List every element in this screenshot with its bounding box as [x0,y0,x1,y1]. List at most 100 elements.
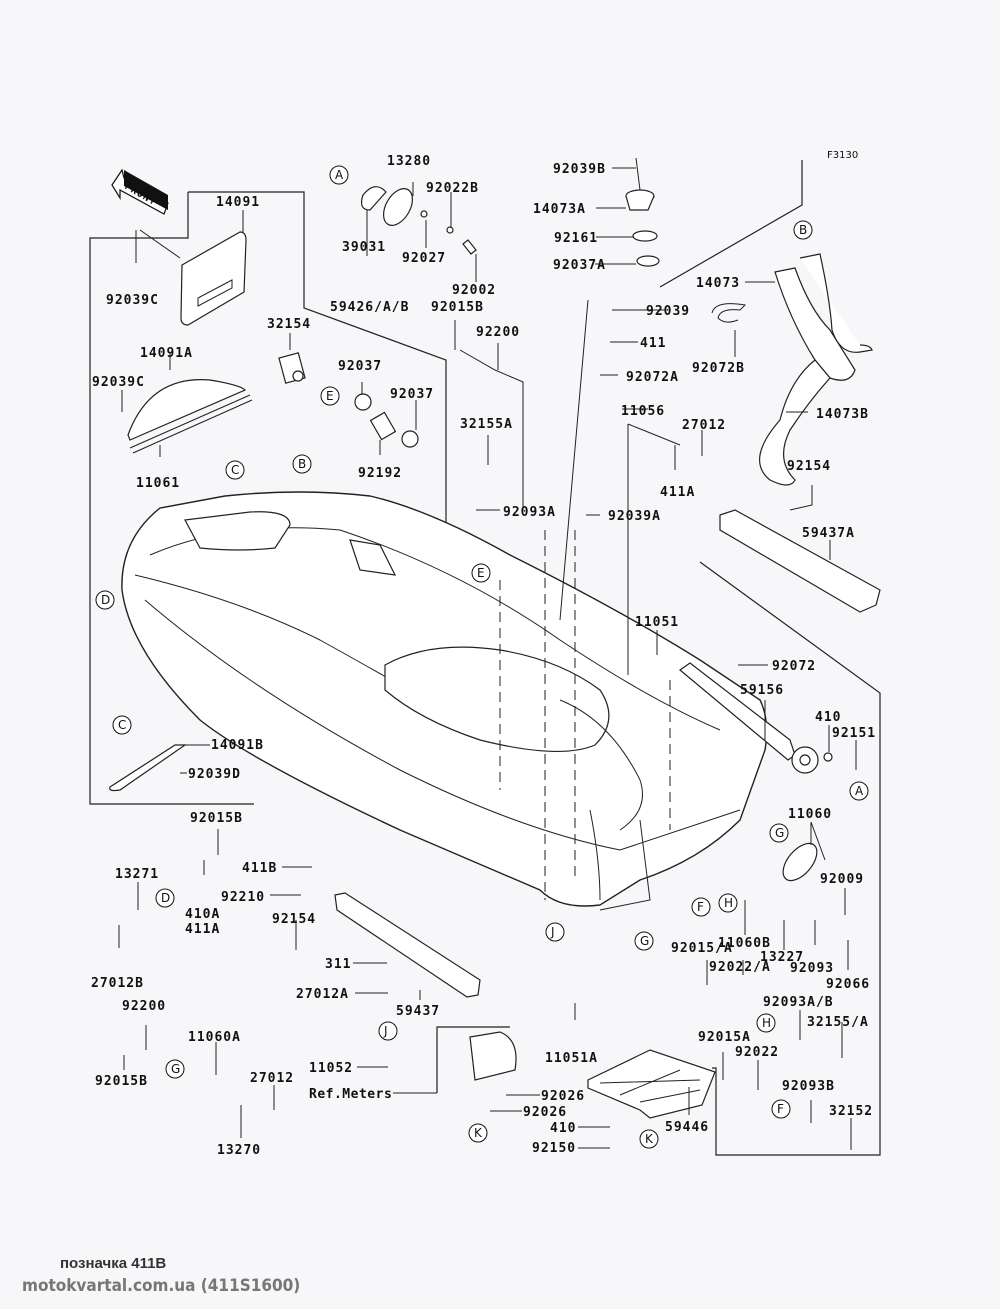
part-label: 11060B [718,936,771,951]
callout-circle [849,781,869,801]
diagram-code: F3130 [827,150,859,161]
part-label: 59156 [740,683,784,698]
callout-letter: D [101,593,110,607]
part-14073-drawing [759,253,873,486]
part-label: 27012 [682,418,726,433]
callout-letter: J [383,1024,388,1038]
part-label: 39031 [342,240,386,255]
part-label: 11051 [635,615,679,630]
leader-lines [118,167,857,1150]
callout-g: G [769,823,789,843]
part-label: 92015B [431,300,484,315]
part-label: 92002 [452,283,496,298]
part-label: 92022B [426,181,479,196]
part-label: 92192 [358,466,402,481]
callout-k: K [468,1123,488,1143]
callout-letter: H [762,1016,771,1030]
part-label: 92039C [106,293,159,308]
part-14091-drawing [180,231,247,326]
callout-letter: K [645,1132,654,1146]
callout-b: B [292,454,312,474]
callout-circle [691,897,711,917]
part-label: 13280 [387,154,431,169]
callout-b: B [793,220,813,240]
part-label: 11060 [788,807,832,822]
callout-letter: F [697,900,704,914]
callout-circle [292,454,312,474]
callout-circle [468,1123,488,1143]
callout-letter: G [640,934,649,948]
part-label: 411A [660,485,695,500]
part-59437A-drawing [719,509,881,613]
part-label: 311 [325,957,351,972]
hull [121,491,768,911]
part-label: 92072B [692,361,745,376]
callout-letter: B [298,457,306,471]
part-92072B-drawing [711,303,747,323]
part-label: 92015B [95,1074,148,1089]
callout-g: G [634,931,654,951]
part-14073A-drawing [625,157,660,267]
part-label: 410 [550,1121,576,1136]
callout-circle [320,386,340,406]
callout-letter: A [855,784,864,798]
part-label: 27012A [296,987,349,1002]
part-label: 11061 [136,476,180,491]
callout-d: D [95,590,115,610]
group-box-right [659,160,803,288]
part-label: 92154 [787,459,831,474]
ref-meters-label: Ref.Meters [309,1087,392,1102]
part-59156-drawing [679,662,833,774]
part-label: 92022 [735,1045,779,1060]
callout-letter: C [231,463,239,477]
front-arrow-icon: FRONT [111,168,169,215]
watermark: motokvartal.com.ua (411S1600) [22,1276,301,1296]
callout-h: H [718,893,738,913]
callout-circle [718,893,738,913]
part-label: 92037A [553,258,606,273]
callout-f: F [691,897,711,917]
callout-e: E [471,563,491,583]
part-label: 92150 [532,1141,576,1156]
part-meter-bracket-drawing [469,1031,517,1081]
part-label: 14091 [216,195,260,210]
group-box-right-panel [699,561,881,1156]
callout-j: J [545,922,565,942]
part-label: 92009 [820,872,864,887]
callout-circle [329,165,349,185]
callout-letter: F [777,1102,784,1116]
part-label: 32155/A [807,1015,869,1030]
part-label: 92015A [698,1030,751,1045]
part-label: 59437A [802,526,855,541]
part-label: 14073 [696,276,740,291]
part-label: 32154 [267,317,311,332]
part-label: 92200 [122,999,166,1014]
part-label: 92039B [553,162,606,177]
callout-letter: D [161,891,170,905]
part-label: 27012B [91,976,144,991]
part-label: 92151 [832,726,876,741]
callouts: A A B B C C D D E E F F G G G H H J J K … [95,165,869,1149]
part-label: 410A [185,907,220,922]
part-label: 92022/A [709,960,771,975]
part-label: 92026 [523,1105,567,1120]
callout-circle [165,1059,185,1079]
group-box-left-outer [89,192,254,805]
part-label: 411 [640,336,666,351]
caption: позначка 411B [60,1255,167,1272]
callout-circle [112,715,132,735]
callout-letter: J [550,925,555,939]
part-label: 92093A [503,505,556,520]
part-label: 92200 [476,325,520,340]
part-label: 11060A [188,1030,241,1045]
callout-circle [771,1099,791,1119]
part-label: 92026 [541,1089,585,1104]
callout-c: C [225,460,245,480]
part-label: 32152 [829,1104,873,1119]
part-label: 92093B [782,1079,835,1094]
part-label: 92154 [272,912,316,927]
callout-e: E [320,386,340,406]
callout-circle [545,922,565,942]
